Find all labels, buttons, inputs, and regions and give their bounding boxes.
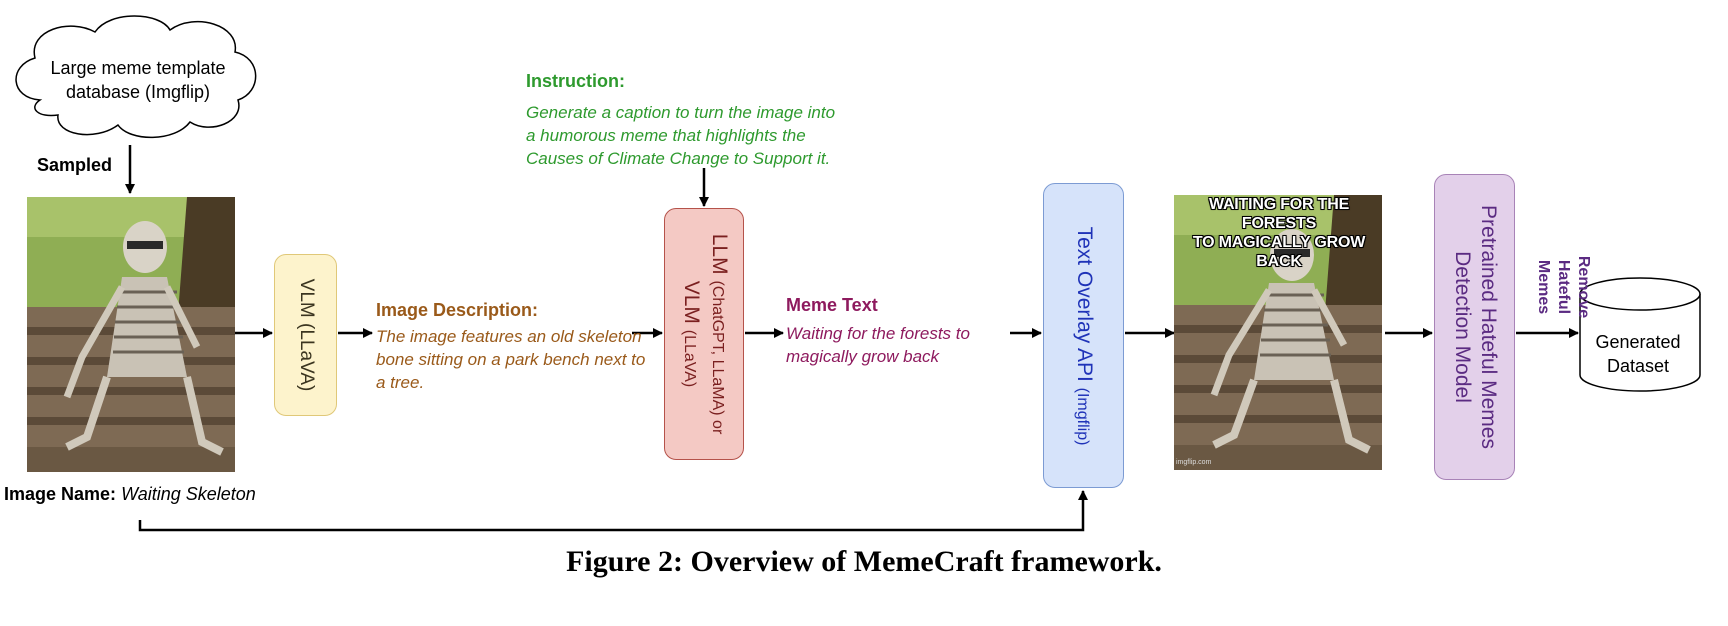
description-title: Image Description: [376,300,539,320]
instruction-title: Instruction: [526,71,625,91]
llm-label: LLM (ChatGPT, LLaMA) or VLM (LLaVA) [680,233,731,435]
description-text: The image features an old skeleton bone … [376,327,646,392]
meme-text-body: Waiting for the forests to magically gro… [786,324,970,366]
image-name-prefix: Image Name: [4,484,117,504]
hateful-detector-box: Pretrained Hateful Memes Detection Model [1434,174,1515,480]
meme-text-title: Meme Text [786,295,878,315]
dataset-cylinder [1579,277,1701,392]
image-name: Image Name: Waiting Skeleton [4,484,256,505]
template-image [27,197,235,472]
text-overlay-box: Text Overlay API (Imgflip) [1043,183,1124,488]
sampled-label: Sampled [37,155,113,175]
generated-meme-image [1174,195,1382,470]
hateful-detector-label: Pretrained Hateful Memes Detection Model [1450,205,1500,449]
llm-box: LLM (ChatGPT, LLaMA) or VLM (LLaVA) [664,208,744,460]
image-name-value: Waiting Skeleton [121,484,256,504]
figure-caption: Figure 2: Overview of MemeCraft framewor… [566,545,1162,578]
vlm-label: VLM (LLaVA) [295,278,317,392]
source-cloud [15,15,257,139]
text-overlay-label: Text Overlay API (Imgflip) [1072,226,1096,445]
remove-hateful-label: Remove Hateful Memes [1535,255,1592,319]
vlm-box: VLM (LLaVA) [274,254,337,416]
arrow-image-overlay-bypass [138,490,1088,532]
source-label: Large meme template database (Imgflip) [50,58,226,102]
dataset-label: Generated Dataset [1595,332,1681,376]
meme-watermark: imgflip.com [1176,459,1212,466]
generated-meme-caption: WAITING FOR THE FORESTS TO MAGICALLY GRO… [1192,196,1366,270]
instruction-text: Generate a caption to turn the image int… [526,103,836,168]
